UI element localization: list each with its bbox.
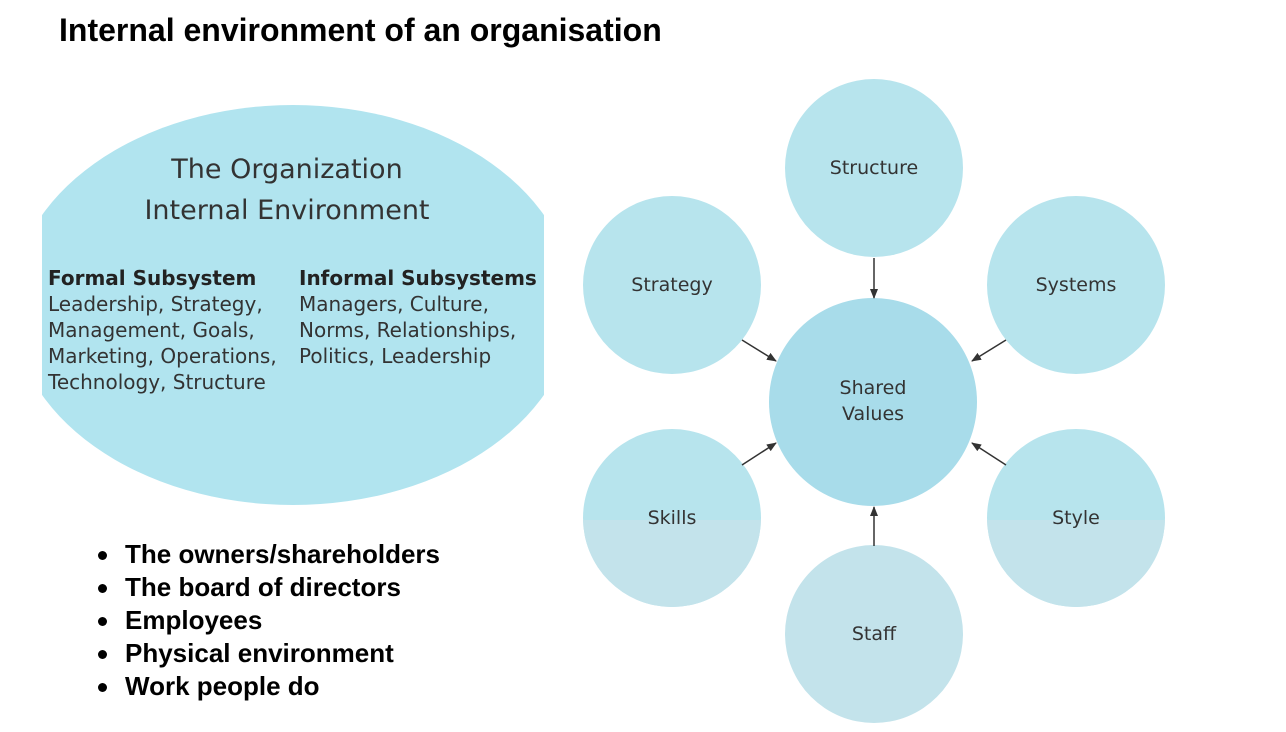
node-structure-label: Structure [830,157,918,179]
bullet-dot [98,650,107,659]
arrow-style [971,442,1007,466]
bullet-text: Physical environment [125,638,394,668]
formal-subsystem-line: Leadership, Strategy, [48,292,263,316]
arrow-skills [741,442,777,466]
bullet-item: The owners/shareholders [98,538,440,571]
bullet-text: The owners/shareholders [125,539,440,569]
center-node-label-line1: Shared [840,377,907,399]
node-staff-circle [785,545,963,723]
center-node-circle [769,298,977,506]
page-title: Internal environment of an organisation [59,12,662,48]
bullet-dot [98,584,107,593]
node-style-label: Style [1052,507,1100,529]
node-strategy-circle [583,196,761,374]
node-style-lower-shade [987,520,1165,607]
formal-subsystem-line: Marketing, Operations, [48,344,277,368]
node-systems-circle [987,196,1165,374]
organization-title-line2: Internal Environment [144,195,430,226]
informal-subsystems-heading: Informal Subsystems [299,266,537,290]
node-skills-label: Skills [648,507,697,529]
arrow-strategy [741,339,777,362]
organization-ellipse-clip: The Organization Internal Environment Fo… [42,100,544,510]
node-skills-lower-shade [583,520,761,607]
node-strategy-label: Strategy [631,274,712,296]
bullet-item: Work people do [98,670,440,703]
bullet-text: The board of directors [125,572,401,602]
bullet-item: Physical environment [98,637,440,670]
organization-ellipse [42,105,544,505]
center-node-label-line2: Values [842,403,904,425]
node-staff-label: Staff [852,623,897,645]
node-systems-label: Systems [1036,274,1117,296]
bullet-list: The owners/shareholders The board of dir… [98,538,440,703]
formal-subsystem-line: Technology, Structure [48,370,266,394]
bullet-dot [98,683,107,692]
informal-subsystems: Informal Subsystems Managers, Culture, N… [299,265,537,369]
bullet-text: Work people do [125,671,320,701]
formal-subsystem-heading: Formal Subsystem [48,266,257,290]
formal-subsystem: Formal Subsystem Leadership, Strategy, M… [48,265,277,395]
bullet-item: Employees [98,604,440,637]
informal-subsystems-line: Politics, Leadership [299,344,492,368]
bullet-dot [98,551,107,560]
arrow-systems [971,339,1007,362]
bullet-text: Employees [125,605,263,635]
node-structure-circle [785,79,963,257]
organization-title-line1: The Organization [171,154,403,185]
informal-subsystems-line: Norms, Relationships, [299,318,517,342]
bullet-dot [98,617,107,626]
formal-subsystem-line: Management, Goals, [48,318,255,342]
informal-subsystems-line: Managers, Culture, [299,292,489,316]
bullet-item: The board of directors [98,571,440,604]
